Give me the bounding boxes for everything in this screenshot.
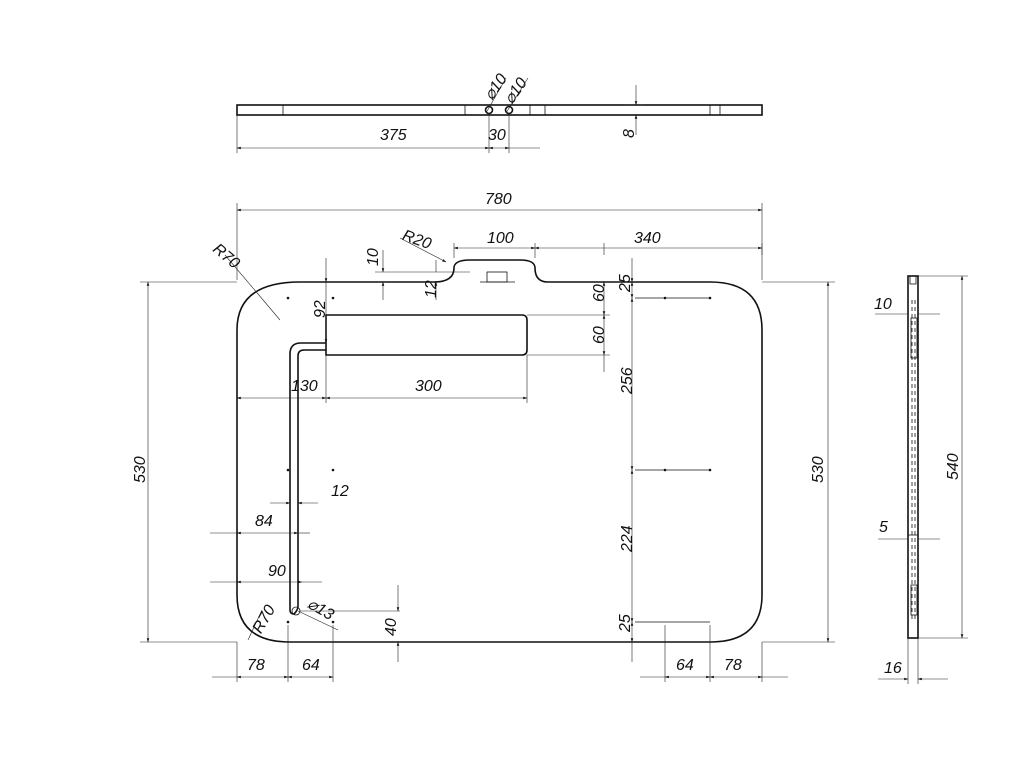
front-dim-100: 100 (487, 230, 514, 247)
side-view-outline (907, 275, 919, 639)
front-view: 780 100 340 R20 R70 10 12 92 60 (132, 191, 835, 682)
front-dim-780: 780 (485, 191, 512, 208)
front-dim-r70-bottom: R70 (250, 602, 279, 636)
front-dim-25-bottom: 25 (617, 614, 634, 633)
front-dim-64-right: 64 (676, 657, 694, 674)
side-dim-540: 540 (945, 453, 962, 480)
front-dim-40: 40 (383, 618, 400, 636)
front-dim-12-mid: 12 (331, 483, 349, 500)
top-dim-375: 375 (380, 127, 407, 144)
front-slot (325, 314, 528, 356)
front-dim-25-top: 25 (617, 274, 634, 293)
top-view-outline (236, 104, 763, 116)
front-channel (289, 342, 326, 615)
front-dim-78-right: 78 (724, 657, 742, 674)
front-dim-340: 340 (634, 230, 661, 247)
side-dim-5: 5 (879, 519, 888, 536)
top-dim-8: 8 (621, 129, 638, 138)
front-dim-224: 224 (619, 525, 636, 553)
front-dim-64-left: 64 (302, 657, 320, 674)
front-dim-dia-13: ⌀13 (304, 595, 336, 623)
front-dim-r20: R20 (400, 227, 433, 253)
top-dim-30: 30 (488, 127, 506, 144)
top-view: ⌀10 ⌀10 375 30 8 (236, 71, 763, 153)
side-dim-10: 10 (874, 296, 892, 313)
front-dim-530-left: 530 (132, 456, 149, 483)
front-dim-60-a: 60 (591, 284, 608, 302)
front-view-outline (236, 259, 763, 643)
front-dim-r70-top: R70 (209, 241, 242, 273)
side-dim-16: 16 (884, 660, 902, 677)
side-view: 10 540 5 16 (874, 275, 968, 684)
front-dim-130: 130 (291, 378, 318, 395)
front-dim-12-top: 12 (423, 280, 440, 298)
front-dim-530-right: 530 (810, 456, 827, 483)
front-dim-10: 10 (365, 248, 382, 266)
front-dim-92: 92 (312, 300, 329, 318)
front-dim-300: 300 (415, 378, 442, 395)
front-dim-256: 256 (619, 367, 636, 395)
front-dim-90: 90 (268, 563, 286, 580)
front-dim-84: 84 (255, 513, 273, 530)
front-dim-78-left: 78 (247, 657, 265, 674)
front-dim-60-b: 60 (591, 326, 608, 344)
